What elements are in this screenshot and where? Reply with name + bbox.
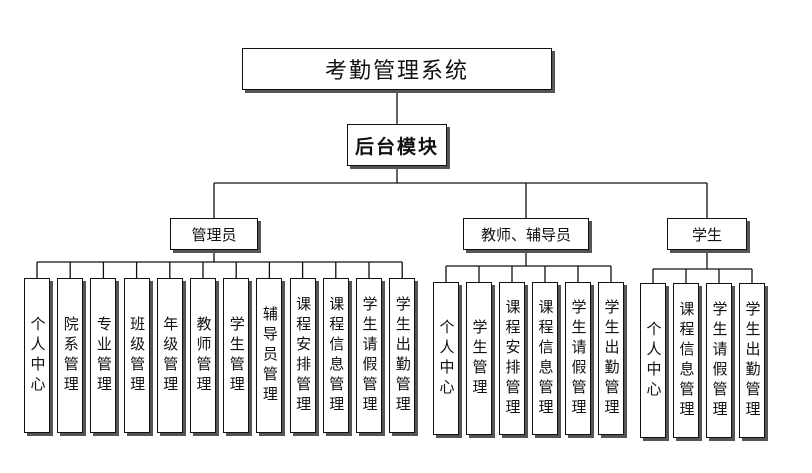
leaf-node: 课程信息管理 (322, 278, 349, 433)
leaf-node: 学生请假管理 (356, 278, 382, 433)
leaf-node: 课程安排管理 (499, 282, 525, 435)
leaf-node: 班级管理 (123, 278, 150, 433)
leaf-node: 学生出勤管理 (598, 282, 624, 435)
group-node-admin: 管理员 (170, 218, 258, 250)
leaf-node: 学生出勤管理 (739, 283, 765, 438)
leaf-node: 专业管理 (90, 278, 117, 433)
leaf-node: 学生请假管理 (565, 282, 591, 435)
module-node: 后台模块 (347, 124, 447, 166)
leaf-node: 教师管理 (190, 278, 216, 433)
root-node: 考勤管理系统 (242, 48, 552, 90)
leaf-node: 课程安排管理 (289, 278, 316, 433)
leaf-node: 辅导员管理 (256, 278, 283, 433)
leaf-node: 课程信息管理 (532, 282, 558, 435)
leaf-node: 个人中心 (640, 283, 666, 438)
leaf-node: 个人中心 (433, 282, 459, 435)
group-node-teacher: 教师、辅导员 (463, 218, 589, 250)
leaf-node: 学生管理 (223, 278, 250, 433)
leaf-node: 院系管理 (57, 278, 84, 433)
leaf-node: 年级管理 (156, 278, 183, 433)
leaf-node: 学生管理 (466, 282, 492, 435)
group-node-student: 学生 (667, 218, 747, 250)
leaf-node: 学生出勤管理 (389, 278, 416, 433)
leaf-node: 学生请假管理 (706, 283, 732, 438)
leaf-node: 个人中心 (24, 278, 50, 433)
leaf-node: 课程信息管理 (673, 283, 699, 438)
